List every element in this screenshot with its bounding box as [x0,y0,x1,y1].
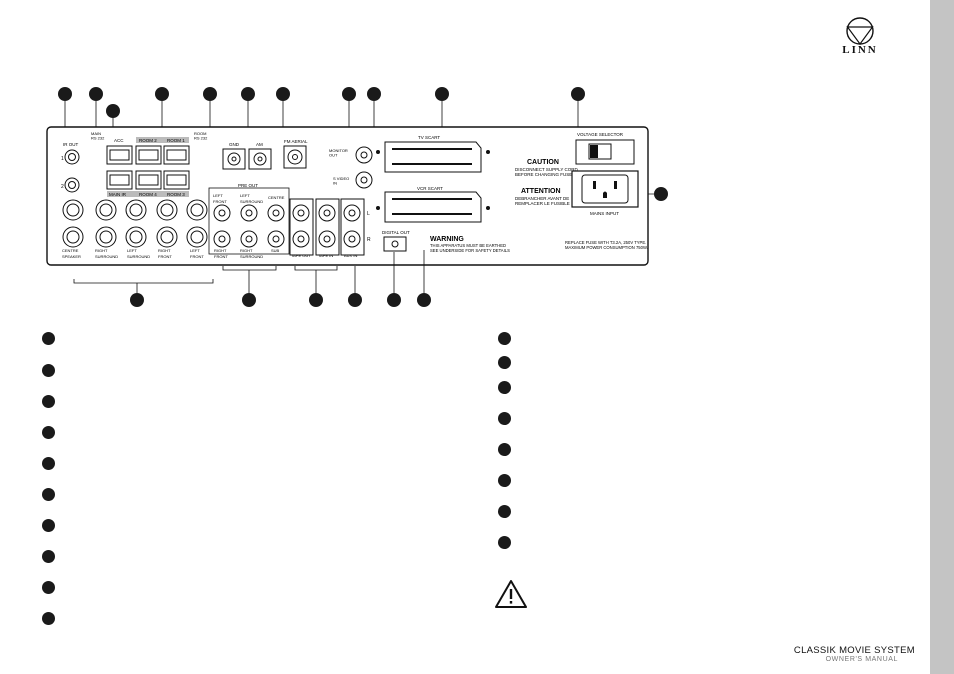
list-bullet [42,581,55,594]
list-bullet [498,474,511,487]
label-main-ir: MAIN IR [109,192,127,197]
warning-triangle-icon [495,580,527,608]
list-bullet [498,443,511,456]
list-bullet [42,488,55,501]
list-bullet [42,332,55,345]
label-attention: ATTENTION [521,188,561,195]
list-bullet [498,536,511,549]
list-bullet [42,364,55,377]
label-room-4: ROOM 4 [139,192,157,197]
group-brackets [73,250,425,293]
label-aux-in: AUX IN [344,253,357,258]
tape-aux-sockets [289,198,365,256]
list-bullet [42,395,55,408]
label-channel-l: L [367,211,370,217]
footer-manual-label: OWNER'S MANUAL [825,656,898,663]
list-bullet [498,412,511,425]
label-digital-out: DIGITAL OUT [382,230,410,235]
linn-logo-icon [846,17,874,46]
label-warning: WARNING [430,236,464,243]
label-pre-out: PRE OUT [238,183,258,188]
label-vcr-scart: VCR SCART [417,186,443,191]
label-tape-out: TAPE OUT [291,253,311,258]
label-pre-sub: SUB [271,248,280,253]
list-bullet [498,381,511,394]
list-bullet [498,332,511,345]
label-room-3: ROOM 3 [167,192,185,197]
label-caution: CAUTION [527,159,559,166]
rj-port-group [106,145,190,190]
pre-out-sockets [213,204,285,248]
list-bullet [42,426,55,439]
label-room-2: ROOM 2 [139,138,157,143]
page-edge-tab [930,0,954,674]
list-bullet [498,505,511,518]
label-jack-2: 2 [61,184,64,190]
label-voltage-selector: VOLTAGE SELECTOR [577,132,624,137]
speaker-terminals [62,199,208,248]
label-tv-scart: TV SCART [418,135,440,140]
label-fm-aerial: FM AERIAL [284,139,308,144]
label-channel-r: R [367,237,371,243]
list-bullet [42,612,55,625]
footer-product-title: CLASSIK MOVIE SYSTEM [793,645,915,656]
label-mains-input: MAINS INPUT [590,211,619,216]
label-tape-in: TAPE IN [318,253,333,258]
label-acc: ACC [114,138,124,143]
label-gnd: GND [229,142,240,147]
callout-markers-top [58,87,668,201]
list-bullet [42,550,55,563]
list-bullet [42,519,55,532]
callout-markers-bottom [130,293,431,307]
label-jack-1: 1 [61,156,64,162]
label-ir-out: IR OUT [63,142,79,147]
label-room-1: ROOM 1 [167,138,185,143]
list-bullet [498,356,511,369]
label-fuse-text: REPLACE FUSE WITH T3.2A, 250V TYPE.MAXIM… [565,240,648,250]
brand-name: LINN [842,44,878,56]
label-pre-centre: CENTRE [268,195,285,200]
label-am: AM [256,142,263,147]
list-bullet [42,457,55,470]
